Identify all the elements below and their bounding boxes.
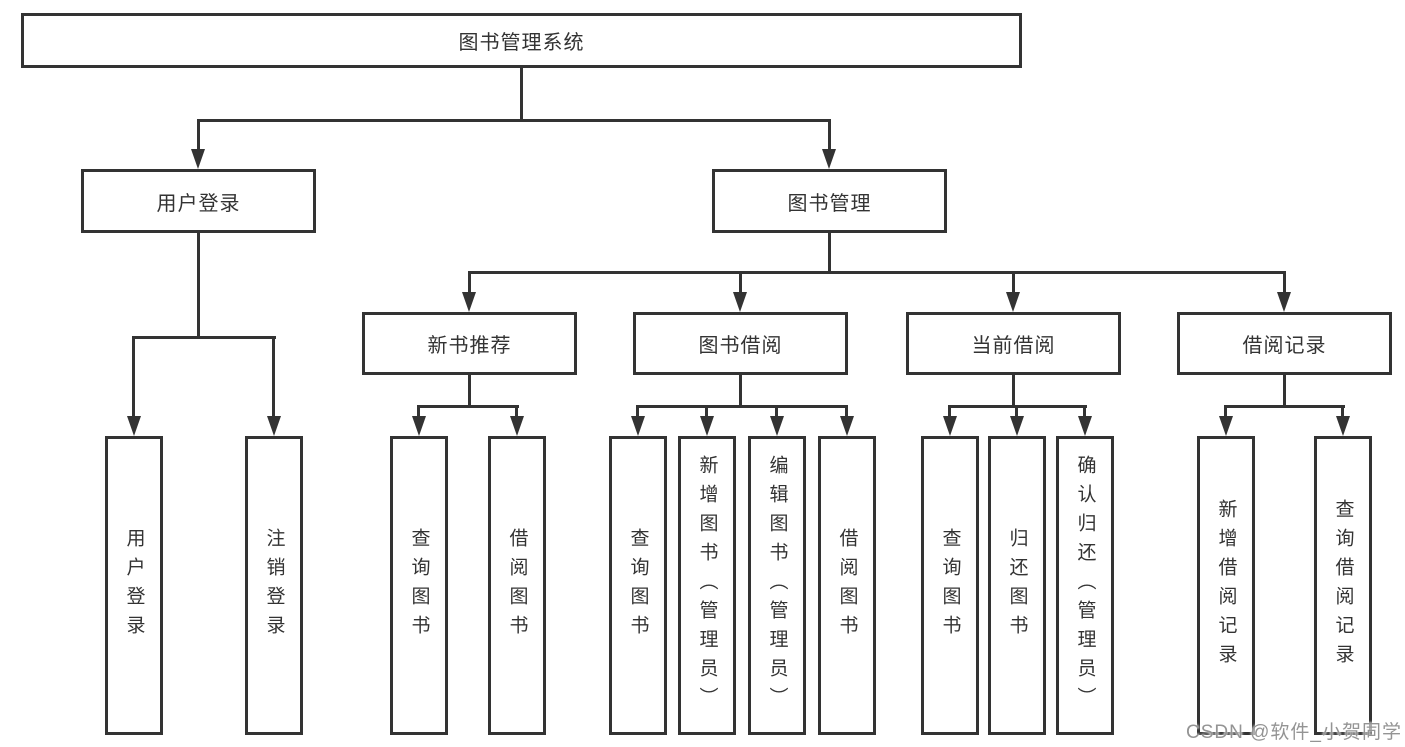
connector-group-branch [636,405,848,408]
connector-book-management-trunk [828,233,831,273]
node-root: 图书管理系统 [21,13,1022,68]
leaf-borrow-edit-book-admin-label: 编辑图书（管理员） [766,455,788,716]
leaf-current-return-book-label: 归还图书 [1006,527,1028,644]
arrowhead-down [412,416,426,436]
leaf-recommend-query-book-label: 查询图书 [408,527,430,644]
connector-group-branch [417,405,519,408]
leaf-current-query-book-label: 查询图书 [939,527,961,644]
node-book-management: 图书管理 [712,169,947,233]
connector-stub [1012,375,1015,408]
connector-shaft [845,405,848,418]
connector-shaft [775,405,778,418]
arrowhead-down [840,416,854,436]
leaf-record-query-borrow-record: 查询借阅记录 [1314,436,1372,735]
arrowhead-down [631,416,645,436]
connector-stub [739,375,742,408]
arrowhead-down [1078,416,1092,436]
connector-shaft [1283,271,1286,295]
node-new-book-recommend-label: 新书推荐 [427,335,512,357]
arrowhead-down [770,416,784,436]
leaf-user-login-label: 用户登录 [123,527,145,644]
arrowhead-down [510,416,524,436]
connector-shaft [1083,405,1086,418]
connector-level2-branch [197,119,831,122]
connector-group-branch [1224,405,1345,408]
connector-shaft [132,336,135,418]
connector-user-login-trunk [197,233,200,338]
node-book-management-label: 图书管理 [787,192,872,215]
connector-root-trunk [520,68,523,122]
leaf-recommend-query-book: 查询图书 [390,436,448,735]
arrowhead-down [1010,416,1024,436]
arrowhead-down [1219,416,1233,436]
connector-user-login-branch [132,336,276,339]
node-book-borrow-label: 图书借阅 [698,335,783,357]
leaf-borrow-edit-book-admin: 编辑图书（管理员） [748,436,806,735]
connector-shaft [1015,405,1018,418]
node-borrow-record-label: 借阅记录 [1242,335,1327,357]
arrowhead-down [1277,292,1291,312]
leaf-current-confirm-return-admin-label: 确认归还（管理员） [1074,455,1096,716]
connector-shaft [197,119,200,151]
arrowhead-down [943,416,957,436]
leaf-current-return-book: 归还图书 [988,436,1046,735]
leaf-borrow-query-book: 查询图书 [609,436,667,735]
arrowhead-down [700,416,714,436]
leaf-record-query-borrow-record-label: 查询借阅记录 [1332,498,1354,673]
node-root-label: 图书管理系统 [458,32,585,54]
arrowhead-down [1006,292,1020,312]
node-book-borrow: 图书借阅 [633,312,848,375]
connector-shaft [515,405,518,418]
leaf-record-add-borrow-record: 新增借阅记录 [1197,436,1255,735]
arrowhead-down [267,416,281,436]
connector-stub [468,375,471,408]
node-new-book-recommend: 新书推荐 [362,312,577,375]
leaf-logout-label: 注销登录 [263,527,285,644]
leaf-borrow-add-book-admin-label: 新增图书（管理员） [696,455,718,716]
leaf-borrow-query-book-label: 查询图书 [627,527,649,644]
leaf-recommend-borrow-book: 借阅图书 [488,436,546,735]
leaf-borrow-add-book-admin: 新增图书（管理员） [678,436,736,735]
leaf-user-login: 用户登录 [105,436,163,735]
connector-shaft [636,405,639,418]
connector-shaft [828,119,831,151]
connector-shaft [417,405,420,418]
node-borrow-record: 借阅记录 [1177,312,1392,375]
arrowhead-down [822,149,836,169]
node-current-borrow-label: 当前借阅 [971,335,1056,357]
node-user-login: 用户登录 [81,169,316,233]
arrowhead-down [733,292,747,312]
arrowhead-down [127,416,141,436]
connector-shaft [1224,405,1227,418]
arrowhead-down [1336,416,1350,436]
csdn-watermark: CSDN @软件_小贺同学 [1186,722,1402,743]
leaf-borrow-borrow-book: 借阅图书 [818,436,876,735]
connector-shaft [468,271,471,295]
connector-level3-branch [468,271,1286,274]
connector-shaft [948,405,951,418]
connector-shaft [1012,271,1015,295]
leaf-borrow-borrow-book-label: 借阅图书 [836,527,858,644]
leaf-current-query-book: 查询图书 [921,436,979,735]
connector-shaft [705,405,708,418]
connector-shaft [1341,405,1344,418]
leaf-logout: 注销登录 [245,436,303,735]
connector-shaft [739,271,742,295]
arrowhead-down [462,292,476,312]
node-user-login-label: 用户登录 [156,192,241,215]
leaf-current-confirm-return-admin: 确认归还（管理员） [1056,436,1114,735]
arrowhead-down [191,149,205,169]
connector-shaft [272,336,275,418]
leaf-recommend-borrow-book-label: 借阅图书 [506,527,528,644]
leaf-record-add-borrow-record-label: 新增借阅记录 [1215,498,1237,673]
connector-stub [1283,375,1286,408]
node-current-borrow: 当前借阅 [906,312,1121,375]
